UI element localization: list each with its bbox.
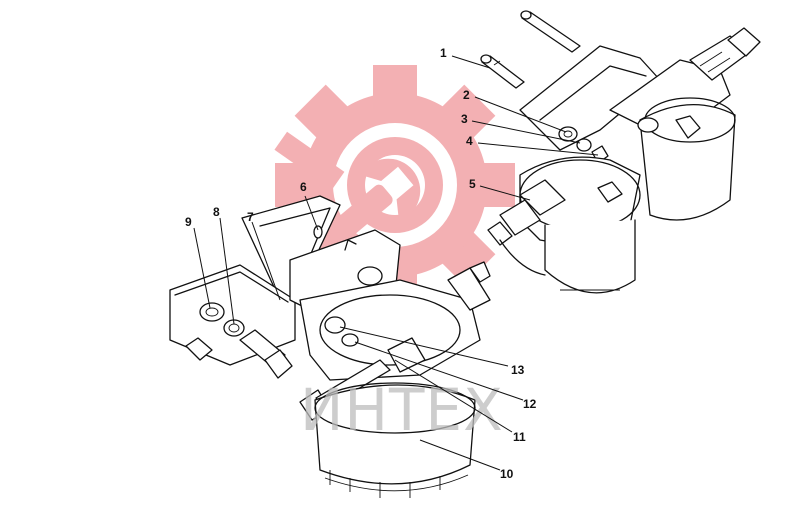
callout-1: 1 xyxy=(440,46,447,60)
callout-9: 9 xyxy=(185,215,192,229)
callout-12: 12 xyxy=(523,397,537,411)
callout-11: 11 xyxy=(513,430,526,444)
callout-4: 4 xyxy=(466,134,473,148)
callout-5: 5 xyxy=(469,177,476,191)
watermark-text: ИНТЕХ xyxy=(300,376,504,444)
callout-2: 2 xyxy=(463,88,470,102)
callout-labels: 1 2 3 4 5 6 7 8 9 10 11 12 13 xyxy=(185,46,537,481)
callout-10: 10 xyxy=(500,467,514,481)
callout-3: 3 xyxy=(461,112,468,126)
callout-13: 13 xyxy=(511,363,525,377)
gear-wrench-logo-icon xyxy=(274,65,515,305)
callout-8: 8 xyxy=(213,205,220,219)
callout-7: 7 xyxy=(247,210,254,224)
filter-assembly-drawing xyxy=(169,10,761,498)
callout-6: 6 xyxy=(300,180,307,194)
leader-lines xyxy=(193,55,599,471)
